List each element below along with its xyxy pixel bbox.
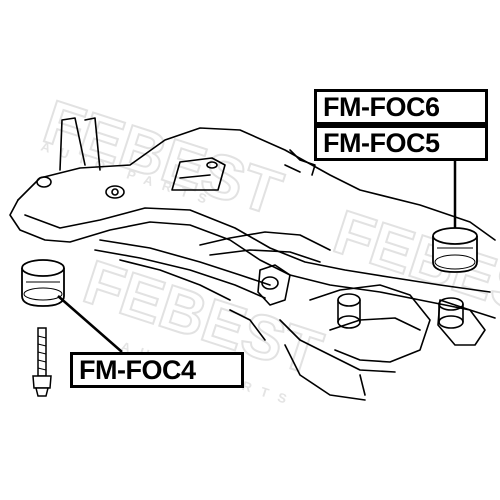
subframe	[9, 117, 496, 401]
bushing-foc5	[432, 227, 478, 273]
frame-bushing-center	[337, 293, 361, 329]
part-label-fm-foc4: FM-FOC4	[70, 352, 244, 388]
frame-bushing-right	[438, 297, 464, 329]
part-label-fm-foc6: FM-FOC6	[314, 89, 488, 125]
leader-line-foc4	[57, 295, 123, 353]
bolt-foc4	[32, 327, 52, 397]
bushing-foc4	[21, 259, 65, 307]
part-label-fm-foc5: FM-FOC5	[314, 125, 488, 161]
